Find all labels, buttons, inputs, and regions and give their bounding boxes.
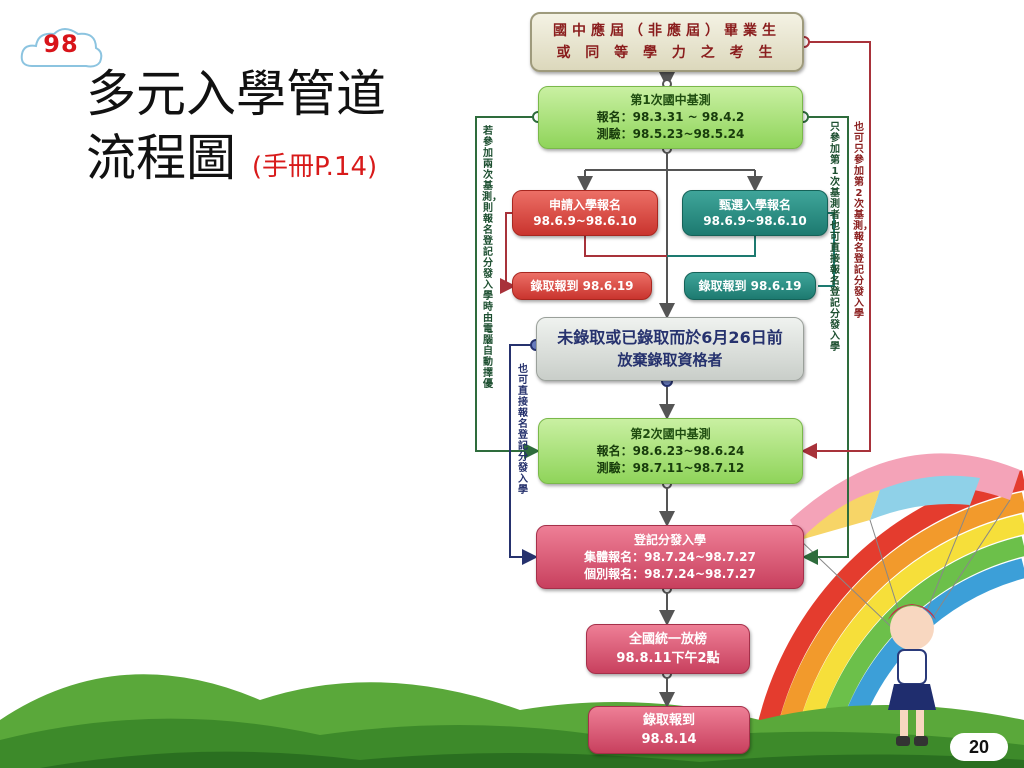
box-graduates-line2: 或 同 等 學 力 之 考 生 bbox=[556, 45, 778, 61]
note-direct-register: 也可直接報名登記分發入學 bbox=[518, 364, 528, 496]
box-bctest-1: 第1次國中基測 報名：98.3.31 ~ 98.4.2 測驗：98.5.23~9… bbox=[538, 86, 803, 149]
not-admitted-line1: 未錄取或已錄取而於6月26日前 bbox=[557, 328, 783, 347]
box-graduates: 國中應屆（非應屆）畢業生 或 同 等 學 力 之 考 生 bbox=[530, 12, 804, 72]
bctest2-title: 第2次國中基測 bbox=[630, 426, 711, 441]
page-title: 多元入學管道 流程圖 (手冊P.14) bbox=[86, 62, 386, 199]
box-enroll-apply: 錄取報到 98.6.19 bbox=[512, 272, 652, 300]
box-bctest-2: 第2次國中基測 報名：98.6.23~98.6.24 測驗：98.7.11~98… bbox=[538, 418, 803, 484]
enroll2-label: 錄取報到 bbox=[698, 279, 747, 293]
registration-group: 集體報名：98.7.24~98.7.27 bbox=[584, 549, 756, 564]
title-line-1: 多元入學管道 bbox=[86, 65, 386, 123]
box-graduates-line1: 國中應屆（非應屆）畢業生 bbox=[553, 23, 781, 39]
select-title: 甄選入學報名 bbox=[718, 198, 791, 212]
final-line1: 錄取報到 bbox=[642, 713, 695, 728]
box-publish-results: 全國統一放榜 98.8.11下午2點 bbox=[586, 624, 750, 674]
bctest2-reg: 報名：98.6.23~98.6.24 bbox=[596, 443, 745, 458]
page-number: 20 bbox=[950, 733, 1008, 761]
publish-line2: 98.8.11下午2點 bbox=[616, 651, 720, 666]
note-only-first-test: 只參加第1次基測者也可直接報名登記分發入學 bbox=[830, 122, 840, 353]
title-line-2: 流程圖 (手冊P.14) bbox=[86, 126, 386, 199]
cloud-icon bbox=[20, 28, 103, 68]
enroll1-label: 錄取報到 bbox=[530, 279, 579, 293]
not-admitted-line2: 放棄錄取資格者 bbox=[617, 351, 723, 369]
box-enroll-select: 錄取報到 98.6.19 bbox=[684, 272, 816, 300]
box-registration: 登記分發入學 集體報名：98.7.24~98.7.27 個別報名：98.7.24… bbox=[536, 525, 804, 589]
box-apply-admission: 申請入學報名 98.6.9~98.6.10 bbox=[512, 190, 658, 236]
enroll1-date: 98.6.19 bbox=[582, 279, 634, 293]
bctest1-title: 第1次國中基測 bbox=[630, 93, 711, 107]
box-selection-admission: 甄選入學報名 98.6.9~98.6.10 bbox=[682, 190, 828, 236]
apply-title: 申請入學報名 bbox=[548, 198, 621, 212]
note-both-tests: 若參加兩次基測，則報名登記分發入學時由電腦自動擇優 bbox=[482, 126, 502, 390]
title-handbook-ref: (手冊P.14) bbox=[251, 152, 378, 182]
enroll2-date: 98.6.19 bbox=[750, 279, 802, 293]
registration-individual: 個別報名：98.7.24~98.7.27 bbox=[584, 566, 756, 581]
bctest1-test: 測驗：98.5.23~98.5.24 bbox=[596, 127, 745, 141]
registration-title: 登記分發入學 bbox=[633, 532, 706, 547]
title-line-2-text: 流程圖 bbox=[86, 129, 236, 187]
bctest1-reg: 報名：98.3.31 ~ 98.4.2 bbox=[596, 110, 745, 124]
publish-line1: 全國統一放榜 bbox=[628, 632, 707, 647]
final-line2: 98.8.14 bbox=[641, 732, 697, 747]
year-badge-text: 98 bbox=[43, 30, 79, 58]
bctest2-test: 測驗：98.7.11~98.7.12 bbox=[596, 460, 745, 475]
note-only-second-test: 也可只參加第2次基測，報名登記分發入學 bbox=[853, 122, 873, 320]
box-not-admitted: 未錄取或已錄取而於6月26日前 放棄錄取資格者 bbox=[536, 317, 804, 381]
box-final-enroll: 錄取報到 98.8.14 bbox=[588, 706, 750, 754]
select-dates: 98.6.9~98.6.10 bbox=[703, 214, 807, 228]
year-badge: 98 bbox=[18, 22, 104, 74]
apply-dates: 98.6.9~98.6.10 bbox=[533, 214, 637, 228]
